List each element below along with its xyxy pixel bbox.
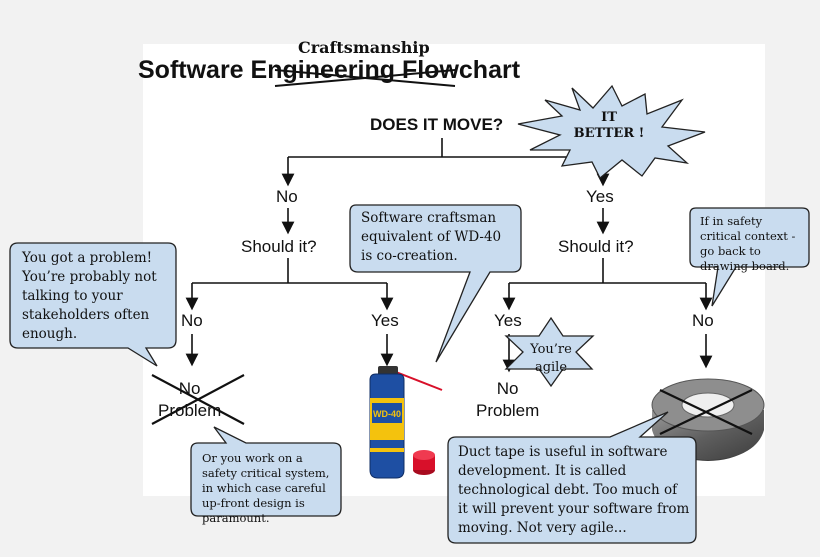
node-no-problem-left: No Problem xyxy=(158,379,222,420)
title-word-software: Software xyxy=(138,56,244,84)
duct-tape-callout-bubble xyxy=(447,411,697,544)
wd40-callout-text: Software craftsman equivalent of WD-40 i… xyxy=(361,210,502,264)
safety-right-callout-bubble xyxy=(689,207,810,307)
agile-star xyxy=(504,316,595,388)
node-left-left-no: No xyxy=(181,311,203,330)
connector-lines xyxy=(185,138,713,373)
wd40-can-label: WD-40 xyxy=(373,409,401,419)
wd40-cap-icon xyxy=(413,450,435,475)
wd40-can-icon: WD-40 xyxy=(369,366,443,479)
node-right-right-no: No xyxy=(692,311,714,330)
wd40-callout-bubble xyxy=(349,204,522,363)
title-word-flowchart: Flowchart xyxy=(401,56,521,84)
title-strikethrough xyxy=(274,69,456,87)
node-right-left-yes: Yes xyxy=(494,311,522,330)
duct-tape-callout-text: Duct tape is useful in software developm… xyxy=(458,444,690,536)
problem-callout-text: You got a problem! You’re probably not t… xyxy=(22,250,157,342)
node-right-should-it: Should it? xyxy=(558,237,634,256)
node-right-yes: Yes xyxy=(586,187,614,206)
problem-callout-bubble xyxy=(9,242,177,367)
title-replacement-craftsmanship: Craftsmanship xyxy=(298,38,430,57)
safety-right-callout-text: If in safety critical context - go back … xyxy=(700,214,796,273)
safety-left-callout-text: Or you work on a safety critical system,… xyxy=(202,451,330,525)
it-better-text: IT BETTER ! xyxy=(573,110,645,141)
it-better-starburst xyxy=(517,84,706,180)
node-does-it-move: DOES IT MOVE? xyxy=(370,115,504,134)
no-problem-left-cross xyxy=(151,374,245,425)
duct-tape-cross xyxy=(659,389,753,435)
flowchart-title: Software Engineering Flowchart xyxy=(138,56,520,85)
node-left-no: No xyxy=(276,187,298,206)
node-left-right-yes: Yes xyxy=(371,311,399,330)
agile-star-text: You’re agile xyxy=(530,342,572,375)
node-no-problem-right: No Problem xyxy=(476,379,540,420)
node-left-should-it: Should it? xyxy=(241,237,317,256)
safety-left-callout-bubble xyxy=(190,426,342,517)
title-word-engineering-struck: Engineering xyxy=(250,56,396,84)
